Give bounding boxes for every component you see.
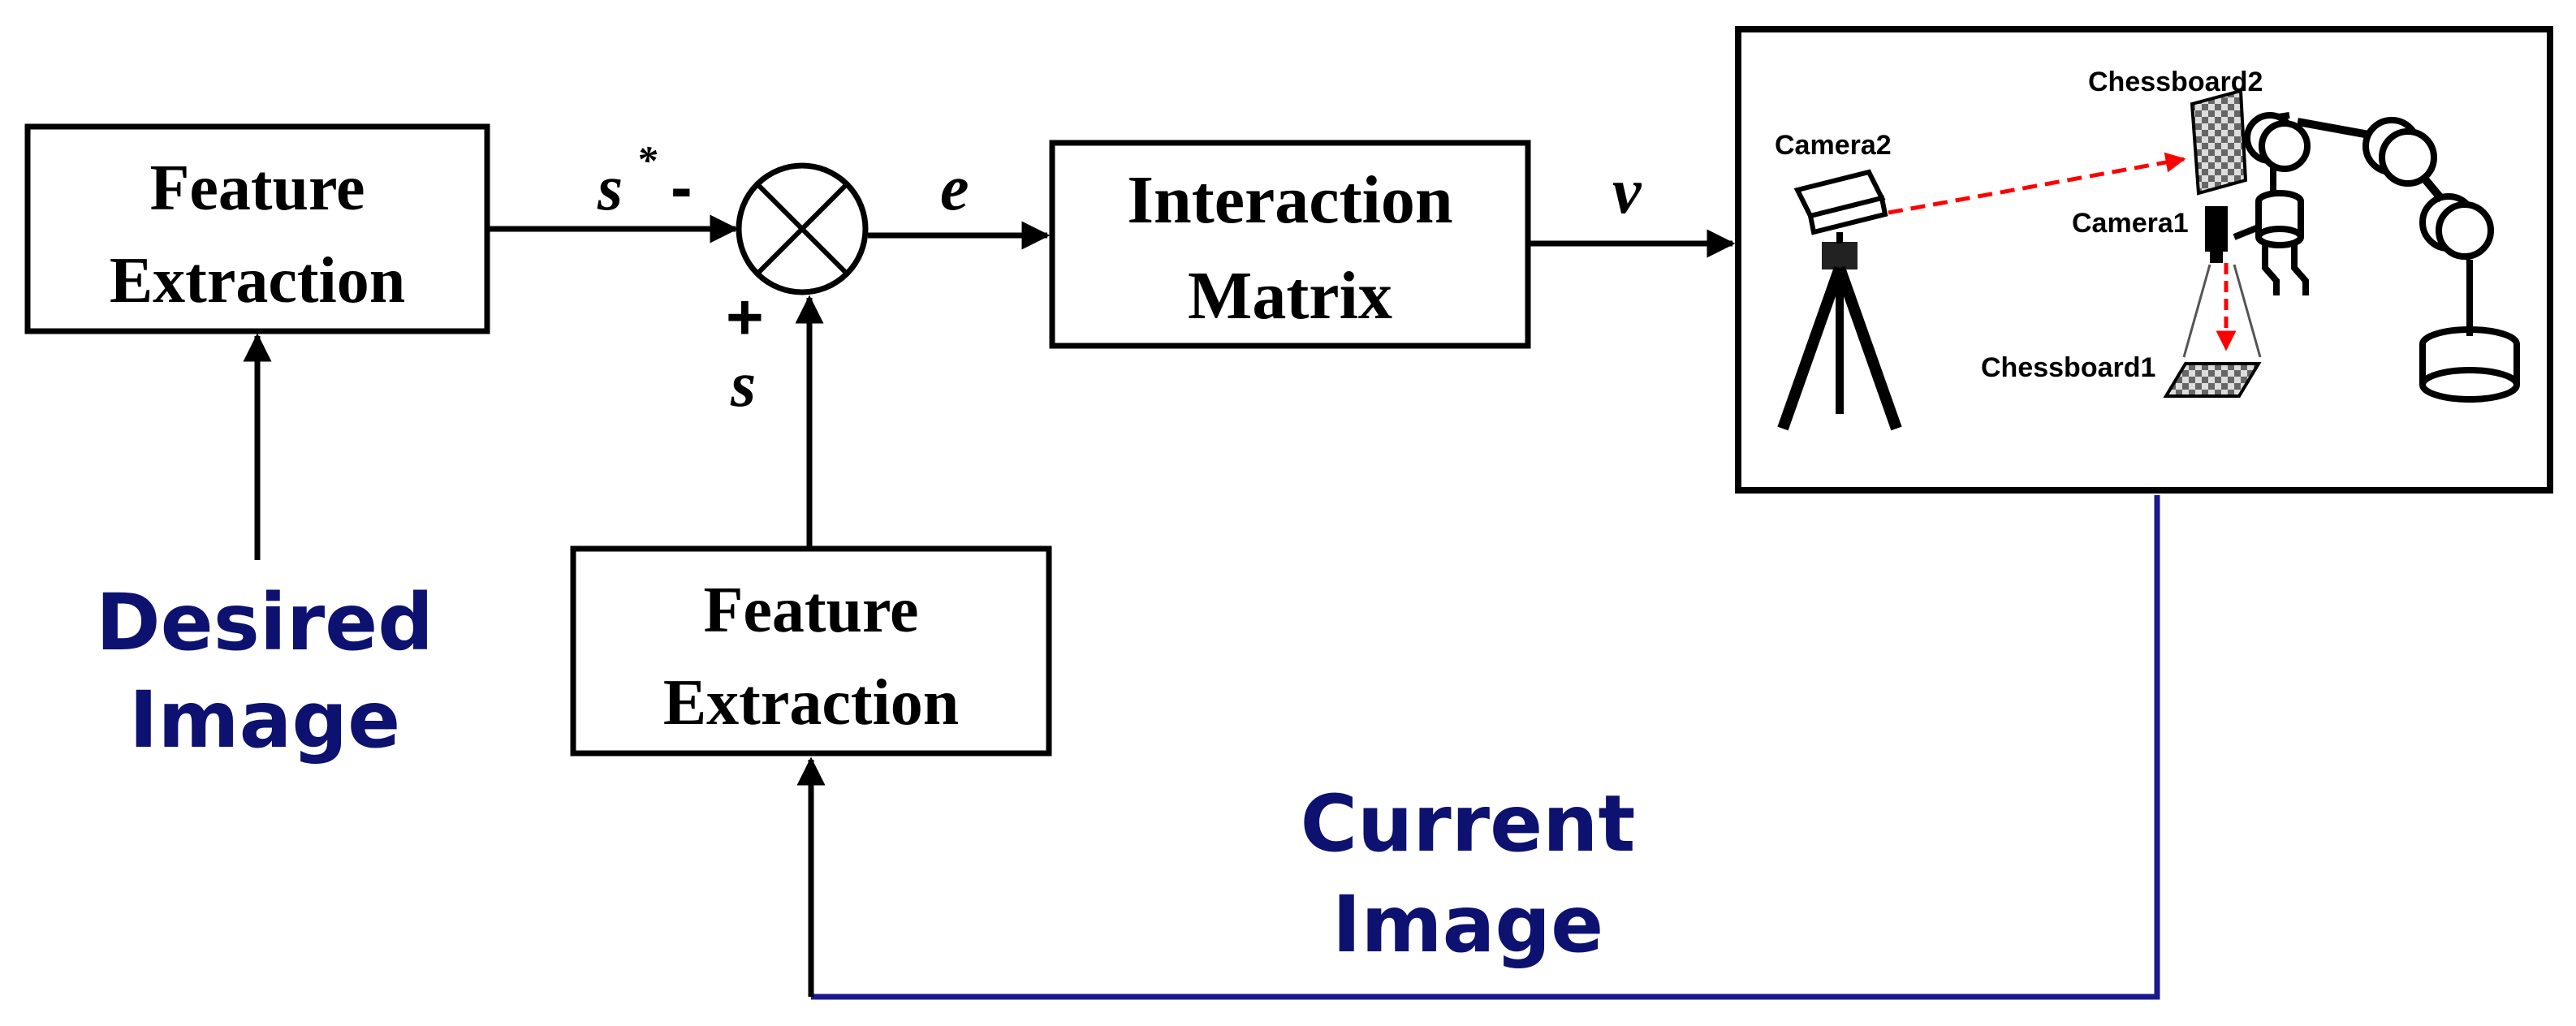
chessboard2-icon: [2190, 88, 2248, 196]
feature-extraction-bottom-block: Feature Extraction: [570, 545, 1052, 757]
current-feature-symbol: s: [730, 349, 756, 420]
interaction-matrix-line1: Interaction: [1127, 162, 1452, 238]
current-image-label-line2: Image: [1332, 879, 1603, 970]
interaction-matrix-line2: Matrix: [1188, 258, 1392, 334]
feedback-current-image-path: [811, 495, 2160, 1000]
chessboard2-label: Chessboard2: [2088, 67, 2263, 97]
feature-extraction-top-block: Feature Extraction: [24, 123, 490, 334]
summing-junction: [736, 162, 869, 295]
feature-extraction-top-line1: Feature: [149, 153, 365, 224]
camera1-label: Camera1: [2072, 208, 2189, 239]
chessboard1-label: Chessboard1: [1981, 352, 2155, 383]
robot-arm-icon: [2233, 112, 2520, 403]
camera2-icon: [1793, 169, 1888, 244]
plus-sign: +: [726, 281, 764, 353]
feature-extraction-bottom-line1: Feature: [703, 575, 918, 646]
robot-scene-panel: Camera2 Chessboard2 Camera1 Chessboard1: [1735, 26, 2553, 494]
desired-image-label-line2: Image: [129, 675, 400, 765]
desired-image-label-line1: Desired: [96, 577, 434, 668]
camera2-ray: [1888, 152, 2186, 215]
tripod: [1777, 242, 1902, 431]
camera2-label: Camera2: [1775, 130, 1892, 161]
interaction-matrix-block: Interaction Matrix: [1049, 140, 1531, 349]
desired-feature-symbol: s: [597, 153, 623, 224]
chessboard1-icon: [2163, 362, 2262, 398]
feature-extraction-bottom-line2: Extraction: [663, 667, 959, 739]
error-symbol: e: [940, 153, 969, 224]
feature-extraction-top-line2: Extraction: [110, 245, 405, 317]
minus-sign: -: [671, 151, 693, 223]
camera1-field-of-view: [2182, 264, 2262, 358]
desired-feature-superscript: *: [636, 137, 658, 183]
velocity-symbol: v: [1612, 156, 1642, 227]
current-image-label-line1: Current: [1301, 778, 1636, 869]
camera1-icon: [2205, 206, 2228, 263]
